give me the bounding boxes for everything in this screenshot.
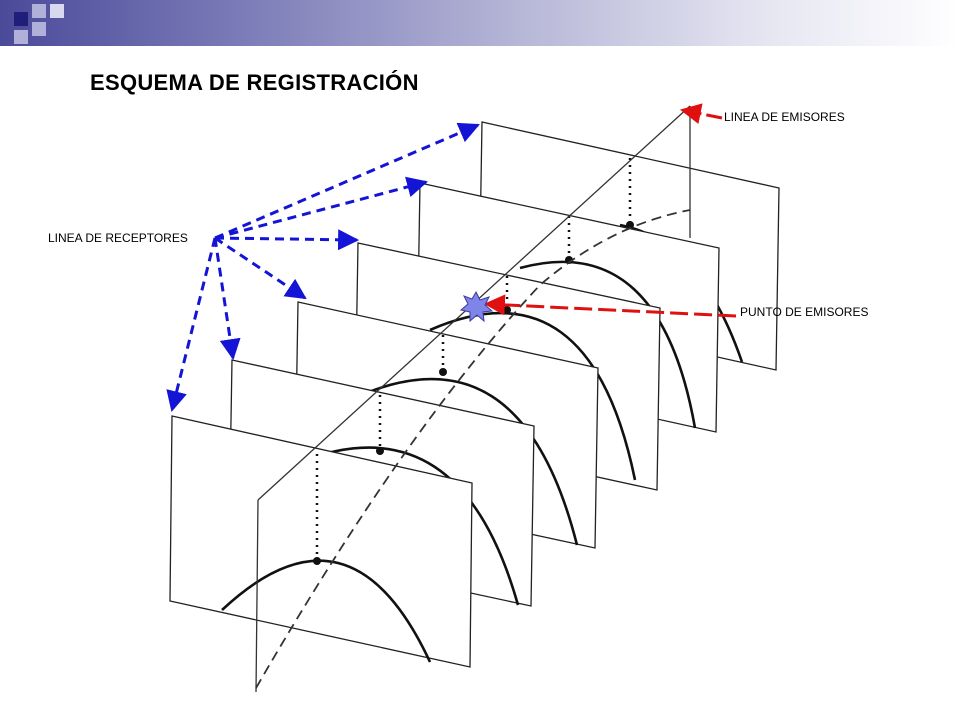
header-gradient-band: [0, 0, 960, 46]
receptor-line-label: LINEA DE RECEPTORES: [48, 231, 188, 245]
receptor-arrows: [166, 122, 480, 413]
emitter-point-label: PUNTO DE EMISORES: [740, 305, 869, 319]
emitter-star-icon: [459, 290, 494, 323]
emitter-point-arrow: [483, 294, 737, 318]
receptor-panel-1: [169, 415, 473, 668]
emitter-line-arrow: [679, 103, 723, 125]
emitter-line-label: LINEA DE EMISORES: [724, 110, 845, 124]
slide-title: ESQUEMA DE REGISTRACIÓN: [90, 70, 419, 95]
